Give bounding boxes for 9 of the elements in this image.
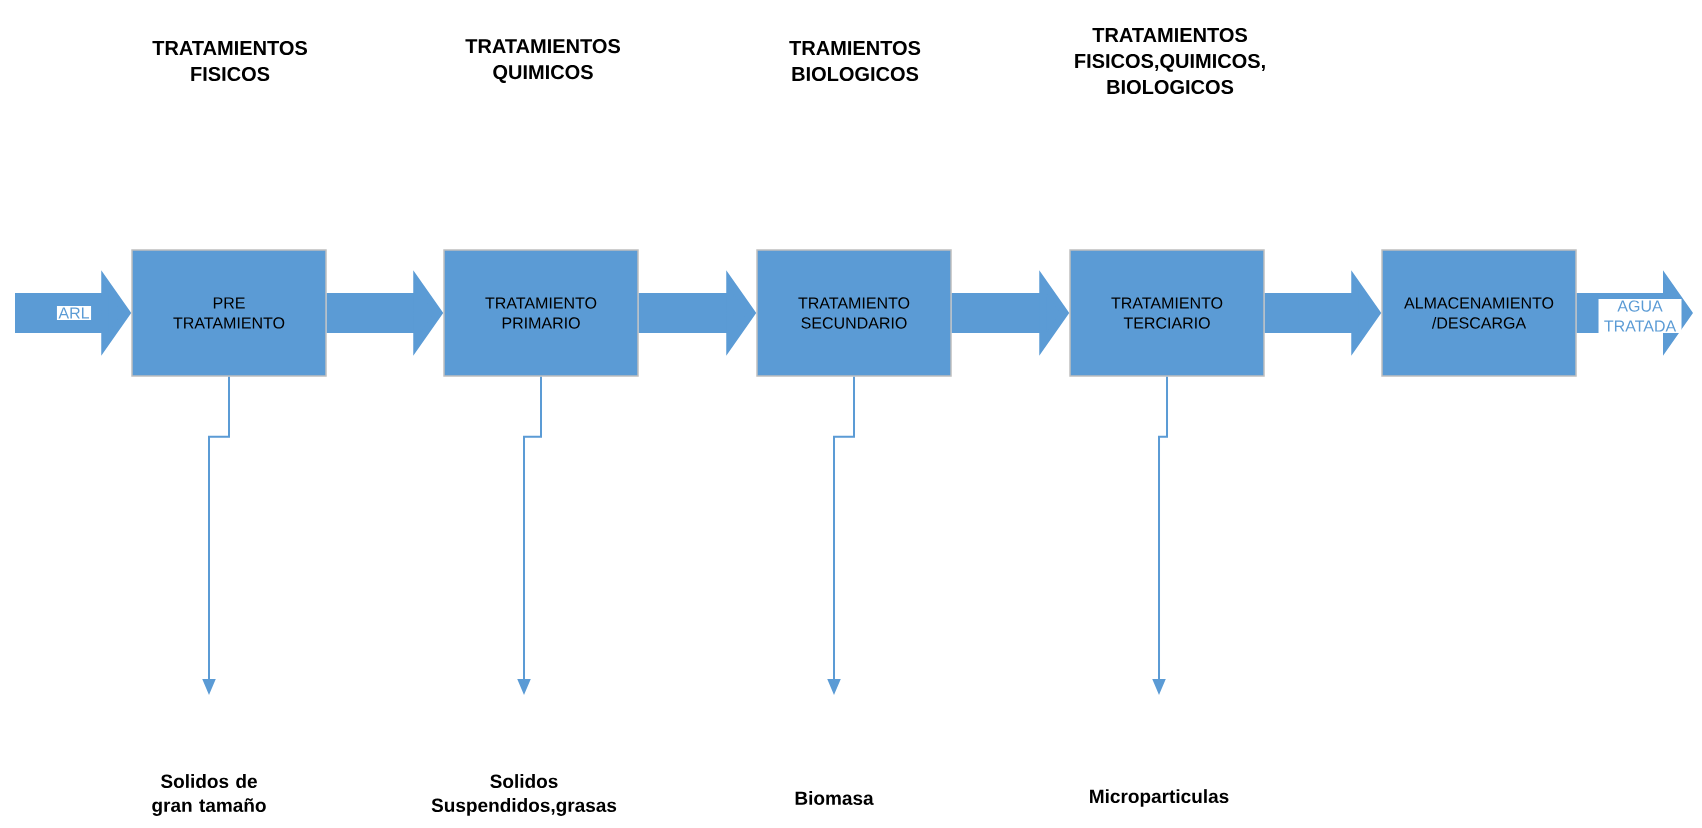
stage-heading: TRATAMIENTOS QUIMICOS	[465, 39, 620, 83]
edge-label: AGUA TRATADA	[1598, 298, 1682, 334]
stage-heading: TRAMIENTOS BIOLOGICOS	[789, 40, 921, 82]
stage-heading: TRATAMIENTOS FISICOS	[152, 40, 307, 82]
output-label: Solidos Suspendidos,grasas	[431, 774, 617, 816]
output-label: Solidos de gran tamaño	[152, 774, 266, 816]
output-label: Microparticulas	[1090, 789, 1229, 807]
stage-heading: TRATAMIENTOS FISICOS,QUIMICOS, BIOLOGICOS	[1075, 27, 1265, 95]
output-label: Biomasa	[795, 791, 874, 805]
